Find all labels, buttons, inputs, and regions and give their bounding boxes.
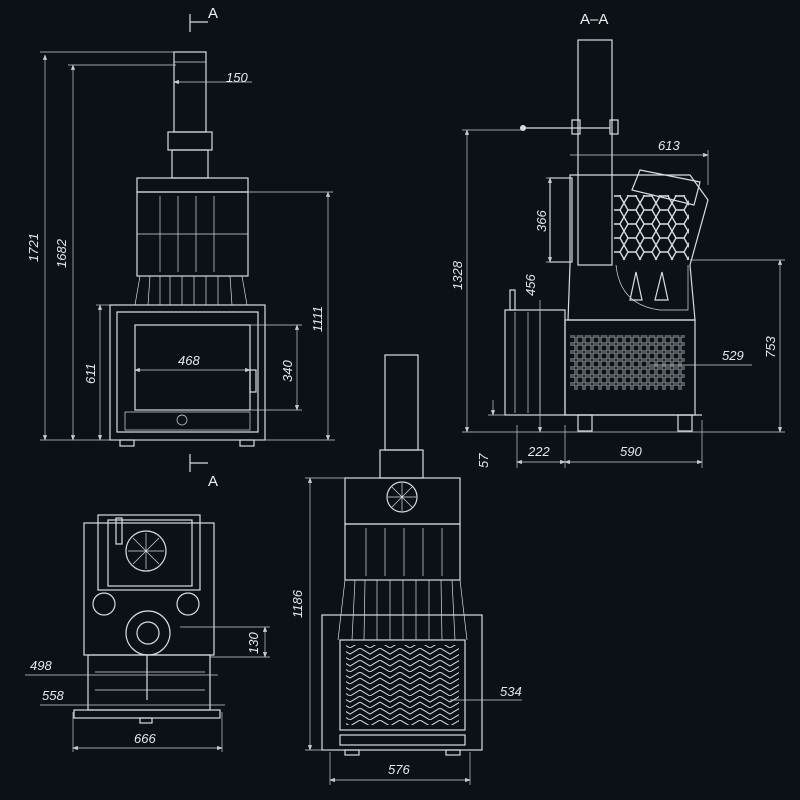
section-marker-label: A <box>208 473 218 490</box>
dim-bottom-height: 1186 <box>290 589 305 618</box>
dim-section-height: 1328 <box>450 260 465 290</box>
bottom-front-dimensions <box>305 477 522 785</box>
dim-width-498: 498 <box>30 658 52 673</box>
front-view <box>109 51 266 447</box>
dim-bottom-width: 576 <box>388 762 410 777</box>
section-marker-label: A <box>208 5 218 22</box>
front-dimensions <box>40 51 335 441</box>
dim-width-666: 666 <box>134 731 156 746</box>
dim-stone-height: 366 <box>534 210 549 232</box>
dim-outlet-height: 130 <box>246 632 261 654</box>
section-title: A–A <box>580 11 608 28</box>
dim-body-height: 1111 <box>310 306 325 332</box>
dim-firebox-height: 611 <box>83 363 98 384</box>
dim-top-width: 613 <box>658 138 680 153</box>
section-view <box>504 39 709 432</box>
bottom-front-view <box>321 354 483 756</box>
rear-dimensions <box>25 626 270 752</box>
dim-heater-height: 753 <box>763 336 778 358</box>
dim-glass-height: 340 <box>280 360 295 382</box>
dim-door-height: 456 <box>523 274 538 296</box>
dim-total-height: 1721 <box>26 233 41 262</box>
rear-view <box>73 514 221 724</box>
dim-inner-width: 534 <box>500 684 522 699</box>
dim-glass-width: 468 <box>178 353 200 368</box>
dim-depth: 529 <box>722 348 744 363</box>
dim-leg-height: 57 <box>476 453 491 468</box>
section-marker-bottom: A <box>189 454 218 490</box>
dim-front-depth: 222 <box>527 444 550 459</box>
dim-height-to-top: 1682 <box>54 238 69 268</box>
section-dimensions <box>462 129 785 468</box>
dim-chimney-width: 150 <box>226 70 248 85</box>
dim-body-depth: 590 <box>620 444 642 459</box>
section-marker-top: A <box>189 5 218 32</box>
dim-width-558: 558 <box>42 688 64 703</box>
